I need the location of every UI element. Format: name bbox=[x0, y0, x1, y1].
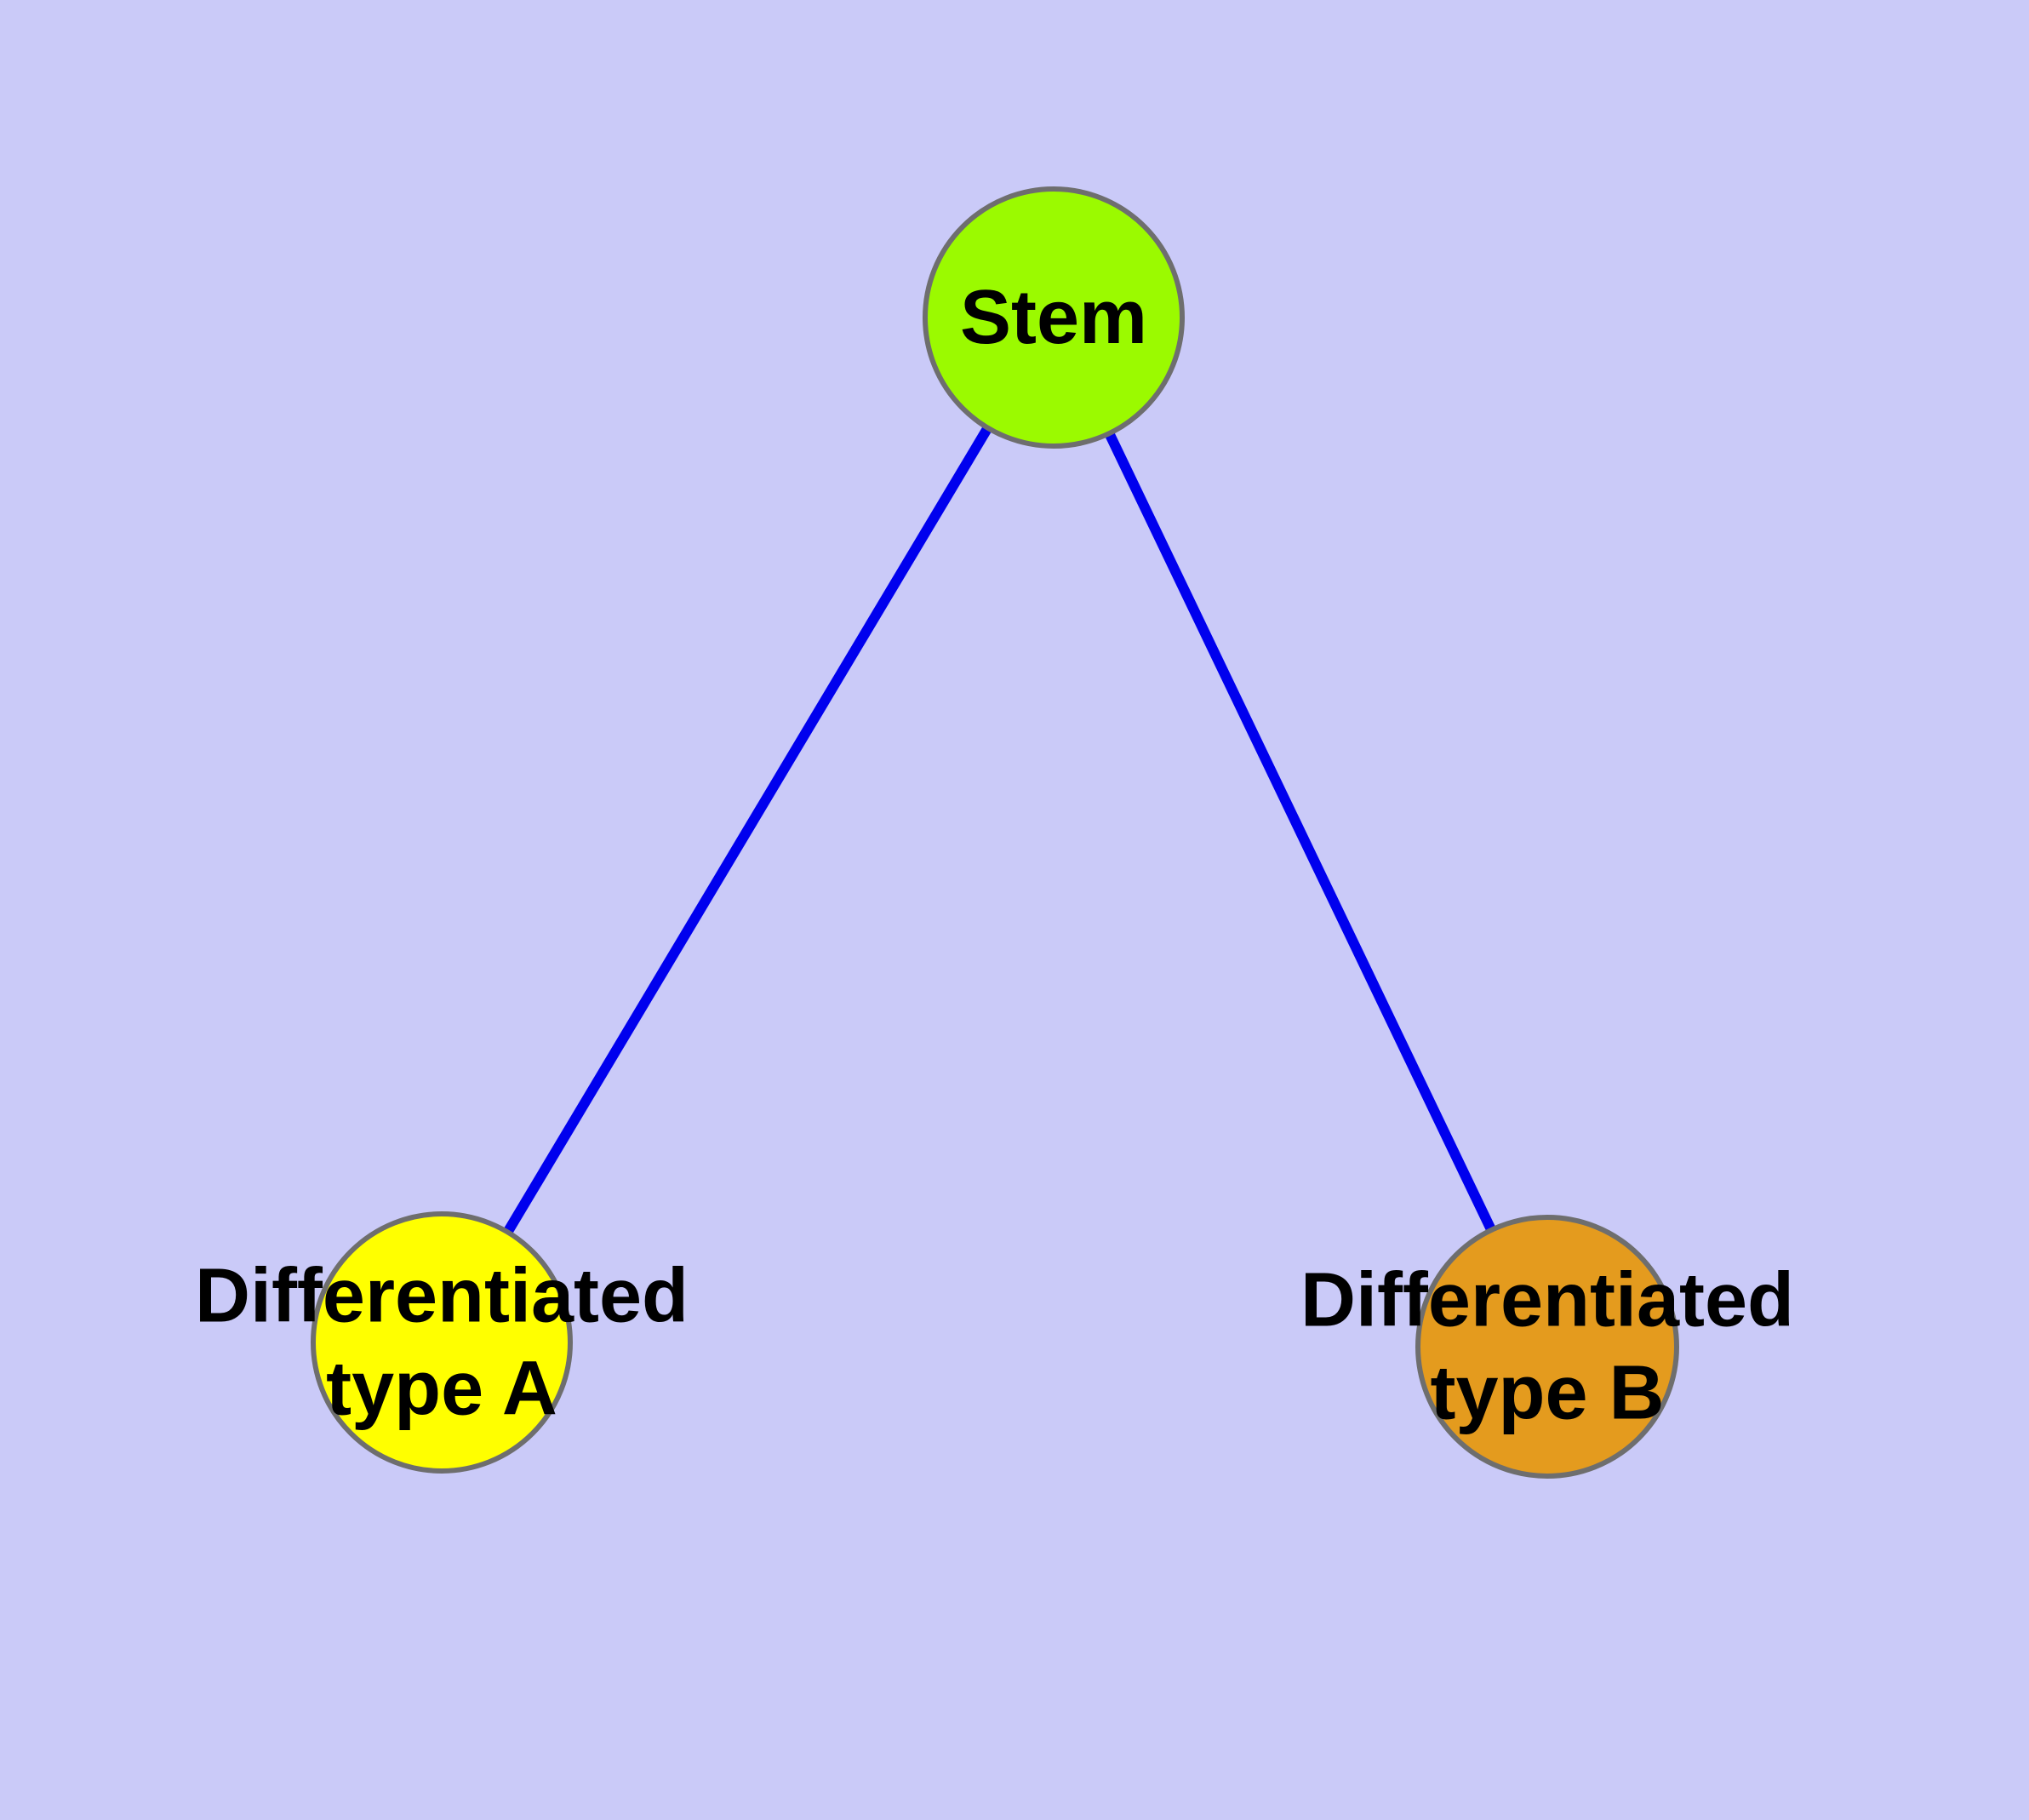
node-label-line: Differentiated bbox=[195, 1254, 689, 1339]
node-label-stem: Stem bbox=[960, 275, 1147, 360]
node-label-line: Differentiated bbox=[1300, 1258, 1794, 1343]
node-label-line: type A bbox=[326, 1347, 557, 1432]
node-differentiated-type-a bbox=[311, 1211, 573, 1474]
edge-stem-to-differentiated-type-b bbox=[1104, 431, 1496, 1233]
node-differentiated-type-b bbox=[1415, 1215, 1679, 1479]
node-label-line: Stem bbox=[960, 275, 1147, 360]
node-label-line: type B bbox=[1430, 1351, 1664, 1436]
edge-stem-to-differentiated-type-a bbox=[503, 425, 992, 1235]
node-stem bbox=[923, 186, 1185, 449]
